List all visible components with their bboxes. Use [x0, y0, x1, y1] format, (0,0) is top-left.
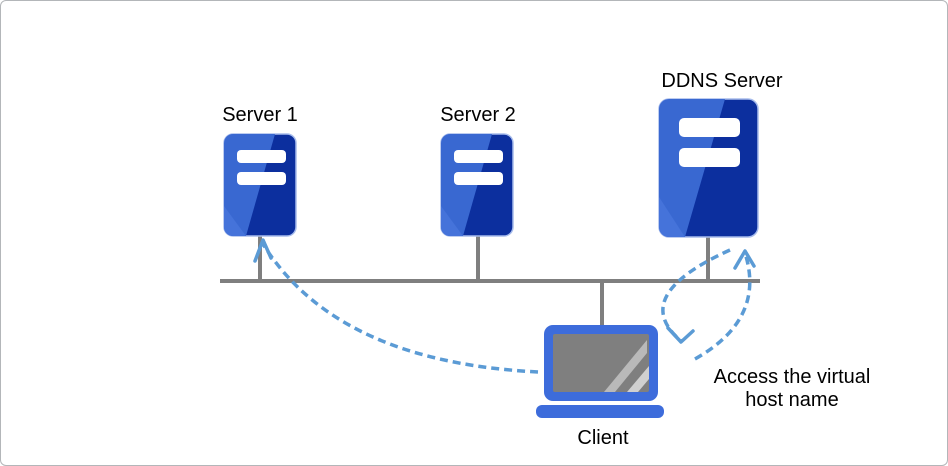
server2-drive-bay-top: [454, 150, 503, 163]
network-bus: [220, 233, 760, 327]
screen-glare-stripe-wide: [604, 340, 647, 392]
client-label: Client: [577, 427, 629, 449]
server1-icon-corner-glint: [224, 206, 246, 236]
server2-label: Server 2: [440, 104, 516, 126]
ddns-drive-bay-top: [679, 118, 740, 137]
annotation-text: Access the virtual host name: [714, 366, 871, 411]
query-request-arc: [694, 252, 752, 361]
server-icon: [440, 133, 514, 237]
ddns-server-label: DDNS Server: [661, 70, 782, 92]
resolve-arrow: [253, 238, 539, 374]
server-icon: [223, 133, 297, 237]
server2-icon-corner-glint: [441, 206, 463, 236]
server2-drive-bay-bottom: [454, 172, 503, 185]
laptop-screen-reflection: [604, 340, 649, 392]
laptop-base: [536, 405, 664, 418]
ddns-server-node: DDNS Server: [658, 70, 783, 238]
annotation-line1: Access the virtual: [714, 366, 871, 388]
request-arrowhead-up-icon: [733, 249, 756, 270]
query-response-arc: [661, 248, 731, 343]
server1-label: Server 1: [222, 104, 298, 126]
server2-node: Server 2: [440, 104, 516, 237]
server1-drive-bay-bottom: [237, 172, 286, 185]
server-icon: [658, 98, 759, 238]
client-node: Client: [536, 325, 664, 449]
server1-node: Server 1: [222, 104, 298, 237]
ddns-drive-bay-bottom: [679, 148, 740, 167]
resolve-arrow-curve: [261, 243, 539, 374]
annotation-line2: host name: [745, 389, 838, 411]
response-arrowhead-down-icon: [666, 326, 695, 344]
screen-glare-stripe-narrow: [627, 366, 649, 392]
resolve-arrowhead-up-icon: [253, 238, 273, 263]
laptop-icon: [536, 325, 664, 418]
query-roundtrip-arrows: [661, 248, 756, 361]
ddns-icon-corner-glint: [659, 197, 685, 237]
server1-drive-bay-top: [237, 150, 286, 163]
